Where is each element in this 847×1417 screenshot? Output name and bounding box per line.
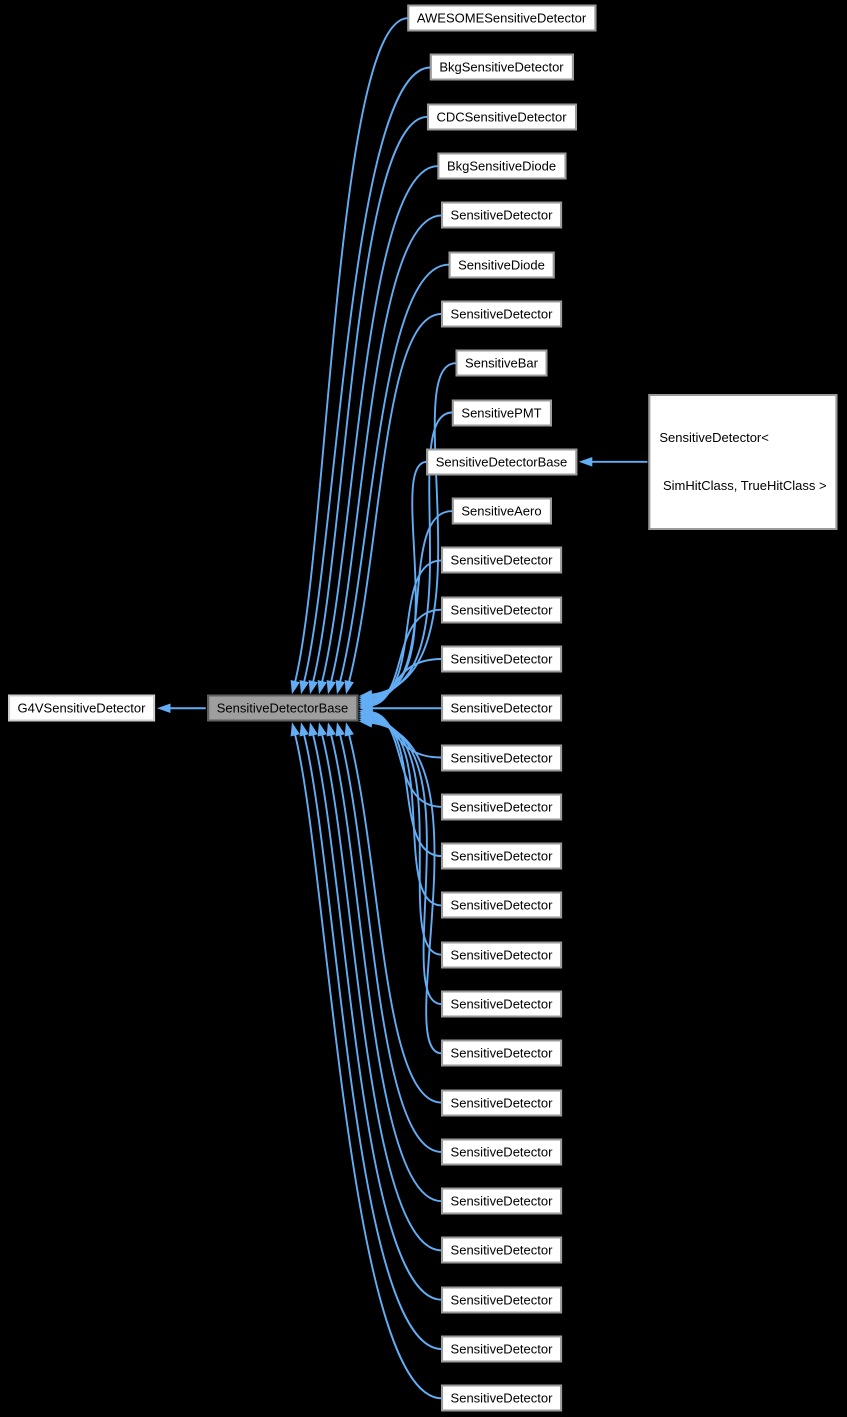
derived-class-node[interactable]: SensitiveDetector (440, 546, 563, 574)
inheritance-edge (329, 214, 442, 683)
arrowhead-icon (317, 680, 327, 695)
inheritance-edge (370, 714, 442, 858)
derived-class-node[interactable]: BkgSensitiveDiode (436, 152, 567, 180)
arrowhead-icon (308, 722, 318, 737)
derived-class-node[interactable]: SensitiveDetector (440, 1187, 563, 1215)
inheritance-edge (302, 66, 431, 683)
inheritance-edge (338, 733, 442, 1153)
derived-class-node[interactable]: SensitiveDetector (440, 793, 563, 821)
inheritance-edge (370, 510, 453, 702)
derived-class-node[interactable]: SensitiveDetector (440, 1138, 563, 1166)
template-node-line2: SimHitClass, TrueHitClass > (659, 477, 827, 493)
derived-class-node[interactable]: SensitiveDetector (440, 842, 563, 870)
derived-class-node[interactable]: SensitiveDetector (440, 1089, 563, 1117)
class-node-g4vsensitivedetector[interactable]: G4VSensitiveDetector (7, 694, 156, 722)
derived-class-node[interactable]: SensitiveDetector (440, 1335, 563, 1363)
arrowhead-icon (358, 718, 373, 728)
inheritance-edge (329, 733, 442, 1203)
derived-class-node[interactable]: SensitiveDetectorBase (425, 448, 578, 476)
derived-class-node[interactable]: SensitiveDetector (440, 990, 563, 1018)
inheritance-edge (311, 733, 442, 1301)
arrowhead-icon (335, 722, 345, 737)
arrowhead-icon (326, 722, 336, 737)
inheritance-edge (370, 658, 442, 707)
class-node-sensitivedetectorbase-current: SensitiveDetectorBase (206, 694, 359, 722)
inheritance-edge (320, 165, 438, 683)
derived-class-node[interactable]: SensitiveDetector (440, 744, 563, 772)
inheritance-edge (370, 721, 442, 1055)
derived-class-node[interactable]: SensitiveDetector (440, 596, 563, 624)
derived-class-node[interactable]: SensitiveDetector (440, 201, 563, 229)
inheritance-edge (347, 733, 442, 1104)
derived-class-node[interactable]: SensitiveDetector (440, 645, 563, 673)
arrowhead-icon (344, 722, 354, 737)
derived-class-node[interactable]: SensitiveDetector (440, 1286, 563, 1314)
arrowhead-icon (299, 722, 309, 737)
inheritance-edge (370, 608, 442, 705)
arrowhead-icon (299, 680, 309, 695)
derived-class-node[interactable]: SensitiveDetector (440, 1384, 563, 1412)
inheritance-edge (311, 115, 428, 683)
inheritance-edge (370, 411, 453, 698)
arrowhead-icon (156, 703, 171, 713)
inheritance-edge (320, 733, 442, 1252)
derived-class-node[interactable]: SensitiveDetector (440, 694, 563, 722)
derived-class-node[interactable]: AWESOMESensitiveDetector (406, 4, 597, 32)
arrowhead-icon (578, 457, 593, 467)
inheritance-edge (293, 17, 408, 683)
derived-class-node[interactable]: CDCSensitiveDetector (426, 103, 577, 131)
inheritance-edge (338, 263, 450, 683)
arrowhead-icon (290, 680, 300, 695)
derived-class-node[interactable]: SensitiveDetector (440, 1236, 563, 1264)
class-node-sensitivedetector-template[interactable]: SensitiveDetector< SimHitClass, TrueHitC… (648, 393, 838, 530)
derived-class-node[interactable]: SensitivePMT (451, 399, 552, 427)
inheritance-edge (347, 312, 442, 683)
inheritance-edge (370, 362, 457, 696)
derived-class-node[interactable]: SensitiveDiode (448, 251, 555, 279)
arrowhead-icon (308, 680, 318, 695)
inheritance-edge (293, 733, 442, 1400)
derived-class-node[interactable]: SensitiveDetector (440, 300, 563, 328)
arrowhead-icon (344, 680, 354, 695)
arrowhead-icon (326, 680, 336, 695)
derived-class-node[interactable]: SensitiveBar (455, 349, 548, 377)
template-node-line1: SensitiveDetector< (659, 429, 769, 445)
derived-class-node[interactable]: SensitiveDetector (440, 941, 563, 969)
arrowhead-icon (290, 722, 300, 737)
derived-class-node[interactable]: SensitiveAero (451, 497, 552, 525)
arrowhead-icon (335, 680, 345, 695)
derived-class-node[interactable]: SensitiveDetector (440, 1039, 563, 1067)
derived-class-node[interactable]: BkgSensitiveDetector (429, 53, 574, 81)
arrowhead-icon (317, 722, 327, 737)
inheritance-edge (302, 733, 442, 1350)
inheritance-edge (370, 719, 442, 1005)
derived-class-node[interactable]: SensitiveDetector (440, 891, 563, 919)
